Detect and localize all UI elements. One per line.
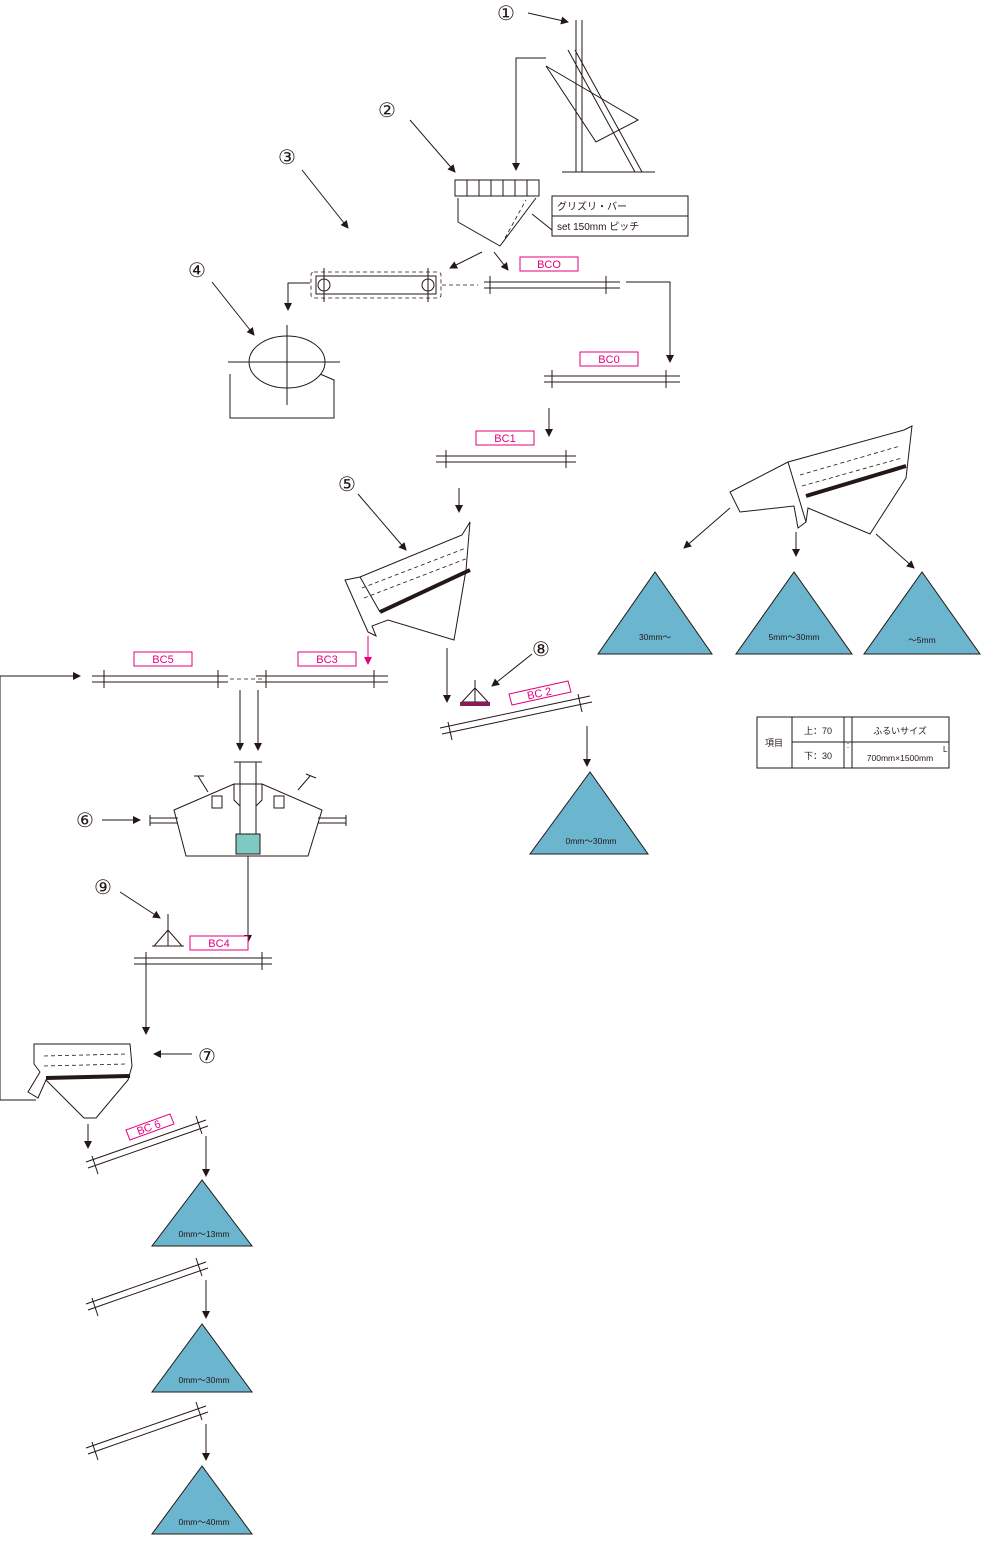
svg-text:〜5mm: 〜5mm — [908, 635, 935, 645]
label-6: ⑥ — [76, 810, 94, 832]
tag-bc0b: BC0 — [598, 354, 619, 366]
conveyor-bc1: BC1 — [436, 430, 576, 468]
table-screen-size: 700mm×1500mm — [867, 753, 933, 763]
svg-text:0mm〜13mm: 0mm〜13mm — [178, 1229, 229, 1239]
arrow-grizzly-undersize — [493, 251, 509, 271]
magnetic-separator-2 — [152, 914, 184, 947]
grizzly-spec-box: グリズリ・バー set 150mm ピッチ — [531, 195, 689, 237]
svg-text:0mm〜30mm: 0mm〜30mm — [565, 836, 616, 846]
label-3: ③ — [278, 147, 296, 169]
label-4: ④ — [188, 260, 206, 282]
table-sup: L — [943, 745, 948, 754]
conveyor-bc3: BC3 — [256, 651, 388, 688]
magnetic-separator — [460, 680, 490, 706]
tag-bc6: BC 6 — [135, 1118, 162, 1138]
grizzly-spec: set 150mm ピッチ — [557, 221, 639, 233]
tag-bc5: BC5 — [152, 654, 173, 666]
arrow-grizzly-oversize — [449, 251, 483, 269]
tag-bc4: BC4 — [208, 938, 229, 950]
arrow-recycle-to-bc5 — [0, 672, 81, 1101]
label-5: ⑤ — [338, 474, 356, 496]
tag-bc2: BC 2 — [526, 686, 552, 703]
conveyor-bc6: BC 6 — [85, 1113, 209, 1175]
arrow-hopper-to-grizzly — [512, 57, 546, 171]
arrow-bc0a-to-bc0b — [626, 281, 674, 363]
tag-bc3: BC3 — [316, 654, 337, 666]
arrow-screen-to-pile3 — [875, 533, 915, 569]
pile-low2: 0mm〜30mm — [151, 1323, 253, 1393]
arrow-screen-to-pile1 — [683, 507, 731, 549]
pile-low3: 0mm〜40mm — [151, 1465, 253, 1535]
label-1: ① — [497, 3, 515, 25]
arrow-9 — [119, 891, 161, 919]
screen-spec-table: 項目 上：70 下：30 : ふるいサイズ 700mm×1500mm L — [756, 716, 950, 769]
table-screen-label: ふるいサイズ — [873, 725, 927, 736]
label-9: ⑨ — [94, 877, 112, 899]
pile-mid: 0mm〜30mm — [529, 771, 649, 855]
arrow-2 — [409, 119, 456, 173]
arrow-3 — [301, 169, 349, 229]
pile-right1: 30mm〜 — [597, 571, 713, 655]
conveyor-bc4: BC4 — [134, 935, 272, 970]
secondary-screen — [729, 425, 913, 535]
table-item: 項目 — [765, 738, 783, 748]
conveyor-bc0a: BCO — [484, 256, 620, 294]
primary-screen — [344, 521, 471, 641]
feeder-hopper — [545, 20, 655, 173]
primary-crusher — [228, 325, 340, 419]
label-8: ⑧ — [532, 639, 550, 661]
conveyor-bc0b: BC0 — [544, 351, 680, 388]
svg-text:0mm〜30mm: 0mm〜30mm — [178, 1375, 229, 1385]
conveyor-bc2: BC 2 — [439, 680, 593, 741]
conveyor-bc5: BC5 — [92, 651, 262, 688]
table-lower: 下：30 — [804, 751, 832, 761]
final-screen — [27, 1043, 133, 1119]
pile-right3: 〜5mm — [863, 571, 981, 655]
tag-bc1: BC1 — [494, 433, 515, 445]
table-sep: : — [847, 740, 850, 750]
svg-text:5mm〜30mm: 5mm〜30mm — [768, 632, 819, 642]
label-2: ② — [378, 100, 396, 122]
conveyor-incline-2 — [85, 1257, 209, 1317]
arrow-8 — [491, 653, 533, 687]
svg-text:0mm〜40mm: 0mm〜40mm — [178, 1517, 229, 1527]
tag-bc0a: BCO — [537, 259, 561, 271]
pile-right2: 5mm〜30mm — [735, 571, 853, 655]
arrow-4 — [211, 281, 255, 336]
svg-text:30mm〜: 30mm〜 — [639, 632, 672, 642]
table-upper: 上：70 — [804, 726, 832, 736]
arrow-feeder-to-crusher — [284, 282, 310, 311]
conveyor-incline-3 — [85, 1401, 209, 1461]
arrow-1 — [527, 12, 569, 25]
grizzly-name: グリズリ・バー — [557, 200, 627, 213]
arrow-5 — [357, 493, 407, 551]
label-7: ⑦ — [198, 1046, 216, 1068]
grizzly-feeder — [454, 179, 540, 247]
secondary-crusher — [149, 761, 347, 857]
pile-low1: 0mm〜13mm — [150, 1179, 254, 1247]
apron-feeder — [310, 268, 478, 302]
